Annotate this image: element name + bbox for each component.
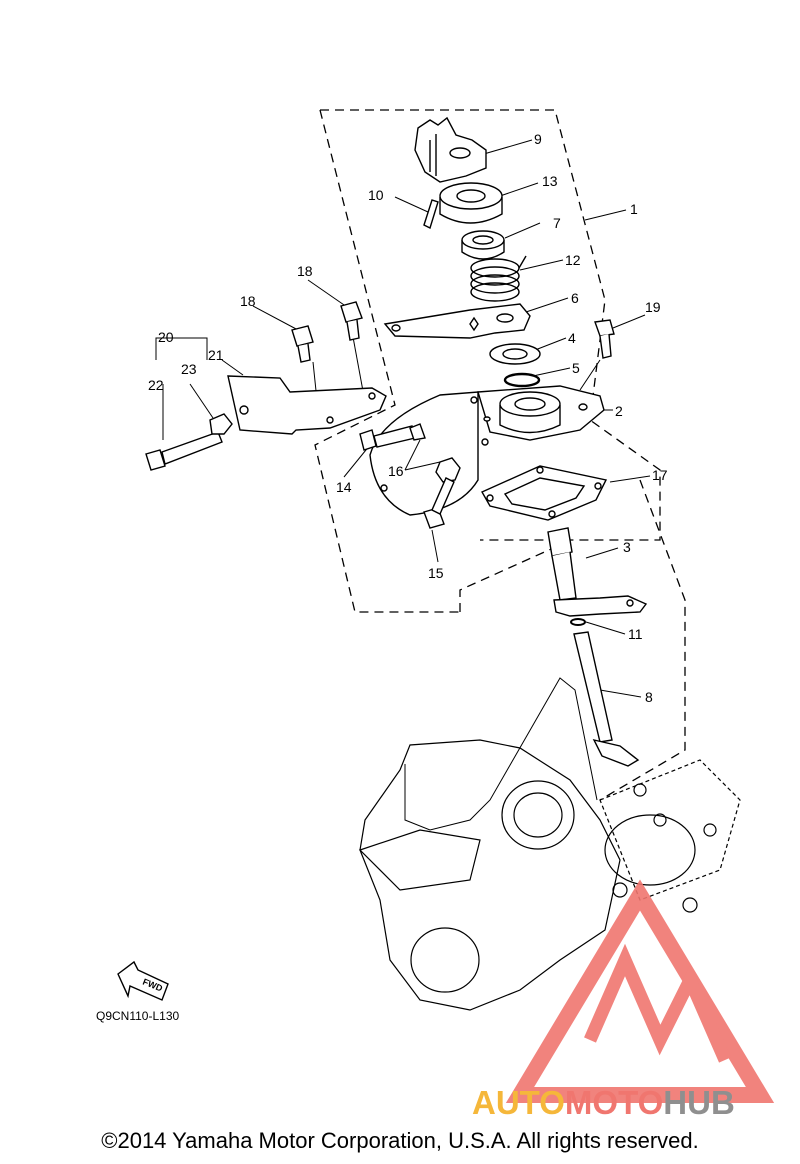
bracket-plate-part-21 — [227, 375, 387, 435]
callout-23: 23 — [181, 361, 197, 377]
callout-9: 9 — [534, 131, 542, 147]
bolt-part-22 — [145, 431, 223, 471]
shaft-part-8 — [573, 631, 640, 767]
callout-8: 8 — [645, 689, 653, 705]
callout-6: 6 — [571, 290, 579, 306]
collar-part-7 — [461, 230, 505, 260]
engine-zone-box — [404, 677, 598, 831]
callout-21: 21 — [208, 347, 224, 363]
callout-22: 22 — [148, 377, 164, 393]
callout-5: 5 — [572, 360, 580, 376]
callout-16: 16 — [388, 463, 404, 479]
callout-15: 15 — [428, 565, 444, 581]
figure-code: Q9CN110-L130 — [96, 1009, 179, 1023]
nut-part-23 — [209, 413, 233, 435]
callout-11: 11 — [628, 626, 643, 642]
pin-part-10 — [423, 199, 439, 229]
callout-13: 13 — [542, 173, 558, 189]
watermark-text-auto: AUTO — [472, 1084, 565, 1121]
parts — [117, 116, 741, 1011]
callout-2: 2 — [615, 403, 623, 419]
watermark-text-hub: HUB — [663, 1084, 735, 1121]
bolt-part-18-a — [340, 301, 363, 341]
washer-part-11 — [570, 618, 586, 626]
housing-part-2 — [477, 385, 605, 441]
lever-bracket-part-9 — [414, 116, 487, 183]
cover-plate — [369, 391, 479, 516]
watermark-text-moto: MOTO — [564, 1084, 664, 1121]
callout-labels: 1 2 3 4 5 6 7 8 9 10 11 12 13 14 15 16 1… — [96, 131, 668, 1023]
dashed-group-outlines — [314, 109, 686, 801]
callout-10: 10 — [368, 187, 384, 203]
callout-19: 19 — [645, 299, 661, 315]
bolt-part-19 — [594, 319, 615, 359]
callout-17: 17 — [652, 467, 668, 483]
callout-18-a: 18 — [297, 263, 313, 279]
lever-plate-part-6 — [383, 303, 531, 339]
o-ring-part-5 — [503, 372, 541, 388]
shaft-lever-part-3 — [547, 527, 648, 617]
callout-18-b: 18 — [240, 293, 256, 309]
callout-7: 7 — [553, 215, 561, 231]
callout-1: 1 — [630, 201, 638, 217]
callout-3: 3 — [623, 539, 631, 555]
copyright-notice: ©2014 Yamaha Motor Corporation, U.S.A. A… — [101, 1128, 699, 1153]
callout-12: 12 — [565, 252, 581, 268]
automotohub-logo — [505, 879, 775, 1103]
bolt-part-14 — [359, 423, 426, 451]
spring-part-12 — [470, 255, 527, 302]
bush-part-13 — [439, 182, 503, 224]
gasket-part-17 — [481, 465, 608, 521]
bolt-part-18-b — [291, 325, 314, 363]
watermark-text: AUTOMOTOHUB — [472, 1084, 735, 1122]
callout-20: 20 — [158, 329, 174, 345]
bolt-part-15 — [423, 477, 455, 529]
washer-part-4 — [489, 343, 541, 365]
engine-block — [358, 739, 741, 1011]
fwd-arrow-icon — [117, 960, 169, 1001]
callout-14: 14 — [336, 479, 352, 495]
callout-4: 4 — [568, 330, 576, 346]
nut-part-16 — [435, 396, 489, 483]
